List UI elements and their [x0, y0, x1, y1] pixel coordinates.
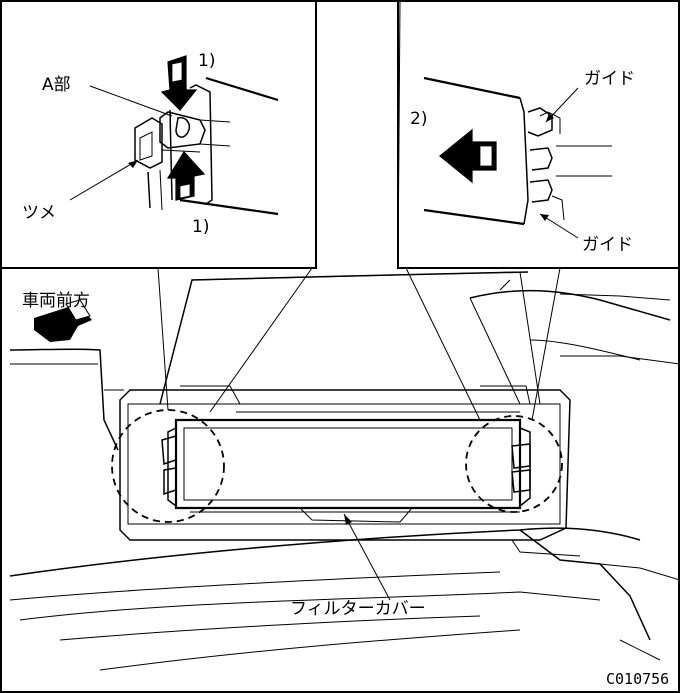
label-guide-bottom: ガイド	[582, 235, 633, 255]
filter-cover-leader	[343, 513, 391, 601]
claw-leader	[69, 159, 139, 201]
label-vehicle-front: 車両前方	[22, 291, 90, 311]
main-drawing	[9, 0, 680, 671]
label-step1-bottom: 1)	[192, 217, 209, 237]
a-part-leader	[89, 85, 173, 117]
right-detail-circle	[465, 415, 563, 513]
right-inset-drawing	[423, 76, 612, 239]
label-guide-top: ガイド	[584, 69, 635, 89]
left-inset-drawing	[69, 55, 279, 216]
filter-cover-outline	[174, 418, 522, 510]
label-step1-top: 1)	[198, 51, 215, 71]
figure-code: C010756	[606, 670, 669, 688]
label-filter-cover: フィルターカバー	[290, 599, 426, 619]
label-step2: 2)	[410, 109, 427, 129]
inset-right-frame	[397, 1, 679, 269]
label-claw: ツメ	[22, 203, 56, 223]
left-detail-circle	[111, 409, 225, 523]
inset-left-frame	[1, 1, 317, 269]
label-a-part: A部	[42, 75, 71, 95]
